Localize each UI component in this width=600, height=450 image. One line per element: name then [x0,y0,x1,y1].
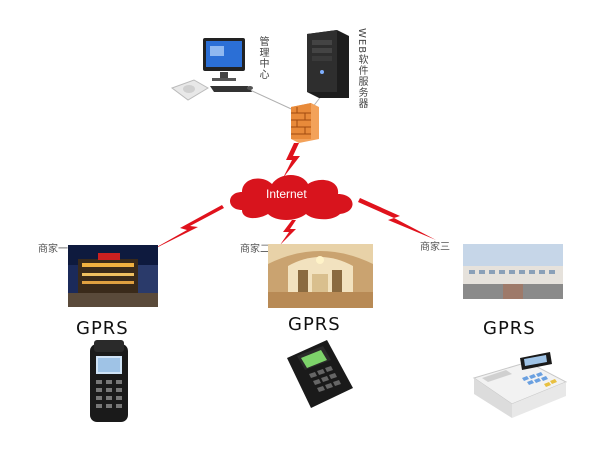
merchant-1-photo [68,245,158,307]
management-pc [170,36,255,106]
firewall-icon [291,103,319,143]
lightning-cloud-store2 [280,220,296,245]
merchant-2-label: 商家二 [240,244,270,255]
lightning-cloud-store1 [148,205,224,252]
merchant-3-terminal [472,348,568,418]
internet-label: Internet [266,187,307,201]
firewall [291,103,319,143]
merchant-1-terminal [88,340,130,424]
cloud-icon [230,175,353,220]
merchant-2-network-label: GPRS [288,314,341,335]
internet-cloud: Internet [222,170,362,222]
lightning-cloud-store3 [358,198,436,240]
management-center-label: 管理中心 [257,36,268,80]
desktop-pos-icon [287,340,353,408]
merchant-1-label: 商家一 [38,244,68,255]
server-tower-icon [307,30,349,98]
lightning-firewall-cloud [283,143,300,178]
computer-icon [170,38,253,101]
merchant-2-terminal [285,338,355,410]
merchant-3-photo [463,244,563,299]
merchant-1-network-label: GPRS [76,318,129,339]
merchant-2-photo [268,244,373,308]
merchant-3-network-label: GPRS [483,318,536,339]
merchant-3-label: 商家三 [420,242,450,253]
web-server [303,28,351,100]
web-server-label: WEB软件服务器 [356,28,367,110]
handheld-pos-icon [90,340,128,422]
cash-register-icon [472,352,568,418]
